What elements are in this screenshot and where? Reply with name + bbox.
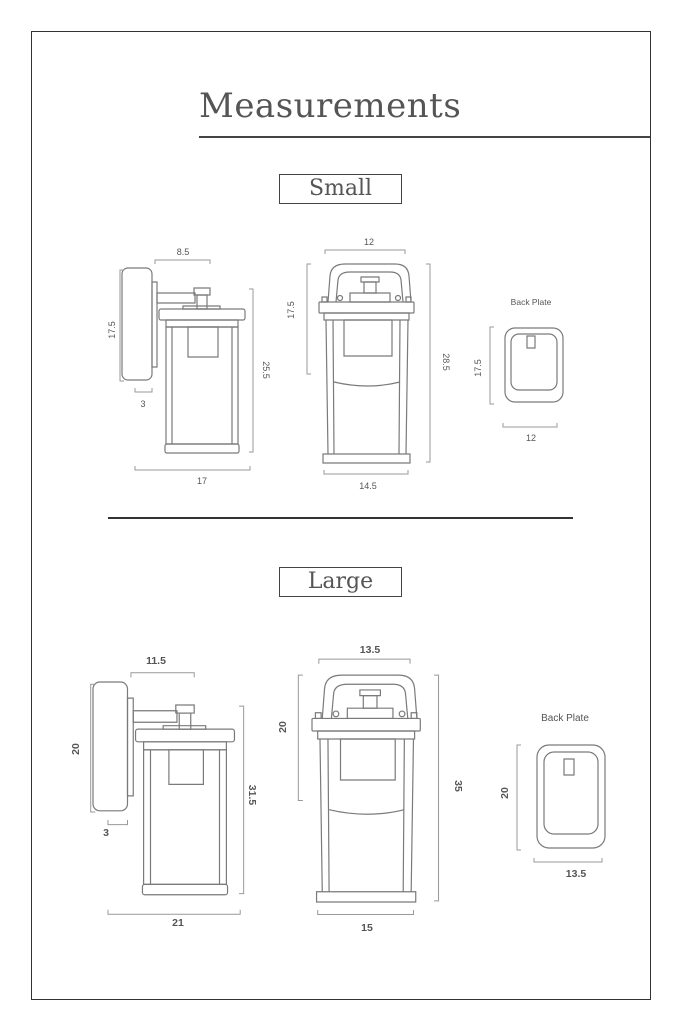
title-underline xyxy=(199,136,650,138)
small-arm-depth: 8.5 xyxy=(177,247,190,257)
large-top-width: 13.5 xyxy=(360,644,381,656)
large-front-height: 35 xyxy=(452,780,464,792)
large-arm-depth: 11.5 xyxy=(146,655,166,667)
large-back-plate xyxy=(517,745,605,862)
large-back-plate-width: 13.5 xyxy=(566,868,587,880)
large-base-width: 15 xyxy=(361,922,373,934)
large-back-plate-label: Back Plate xyxy=(541,713,589,724)
large-plate-height: 20 xyxy=(70,743,82,755)
small-side-view xyxy=(119,259,254,471)
small-side-height: 25.5 xyxy=(261,361,271,379)
section-divider xyxy=(108,517,573,519)
page-title: Measurements xyxy=(199,86,462,126)
small-back-plate-label: Back Plate xyxy=(511,297,552,307)
size-label-small: Small xyxy=(279,174,402,204)
large-projection: 21 xyxy=(172,917,184,929)
size-label-large: Large xyxy=(279,567,402,597)
small-base-width: 14.5 xyxy=(359,481,377,491)
large-front-view xyxy=(297,658,440,916)
small-plate-depth: 3 xyxy=(140,399,145,409)
small-plate-height: 17.5 xyxy=(107,321,117,339)
large-back-plate-height: 20 xyxy=(499,787,511,799)
large-plate-depth: 3 xyxy=(103,827,109,839)
small-front-height: 28.5 xyxy=(441,353,451,371)
page-border xyxy=(31,31,651,1000)
large-side-view xyxy=(90,672,245,915)
large-upper-height: 20 xyxy=(277,721,289,733)
small-front-view xyxy=(306,249,431,475)
small-top-width: 12 xyxy=(364,237,374,247)
small-back-plate-width: 12 xyxy=(526,433,536,443)
small-back-plate xyxy=(490,327,563,427)
small-projection: 17 xyxy=(197,476,207,486)
large-side-height: 31.5 xyxy=(246,785,258,806)
small-back-plate-height: 17.5 xyxy=(473,359,483,377)
small-upper-height: 17.5 xyxy=(286,301,296,319)
